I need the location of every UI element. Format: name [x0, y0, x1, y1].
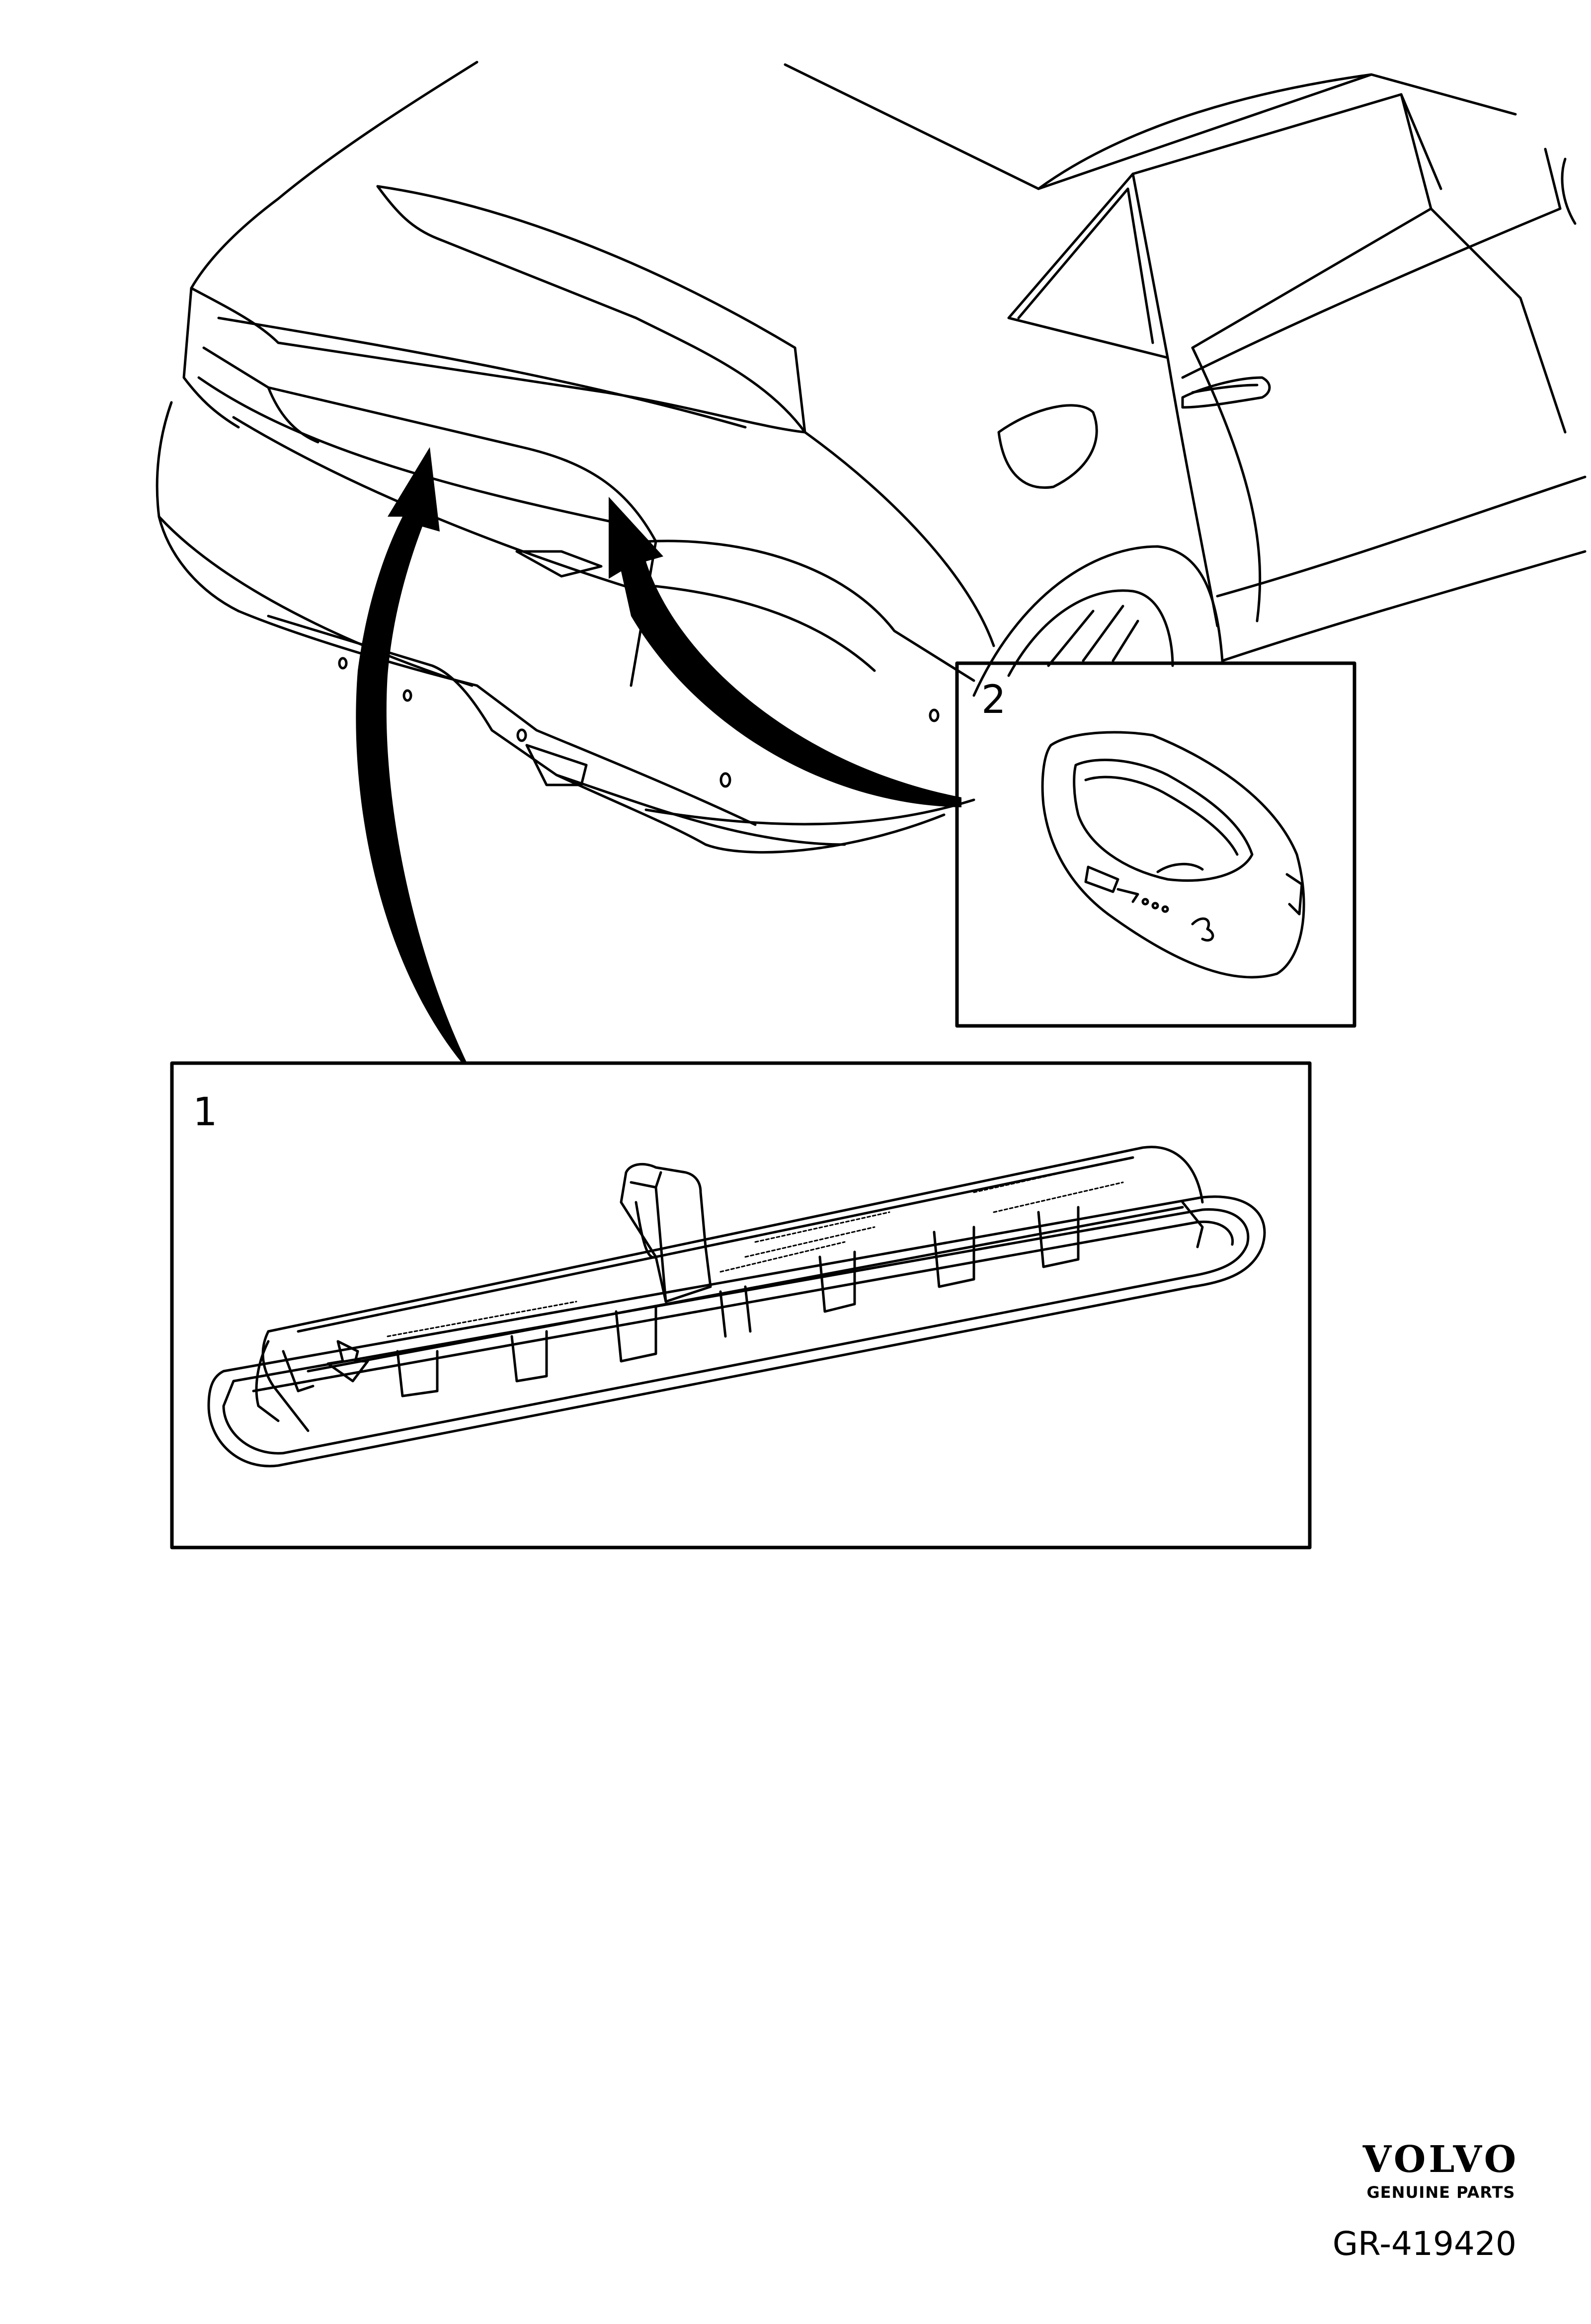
callout-1: 1: [193, 1090, 218, 1135]
leader-arrow-1: [356, 447, 467, 1063]
callout-2: 2: [981, 678, 1006, 722]
diagram-reference-number: GR-419420: [1332, 2225, 1516, 2263]
car-rear-view: [156, 61, 1587, 854]
detail-box-1: [170, 1061, 1312, 1549]
detail-box-2: [955, 661, 1356, 1028]
brand-logo: VOLVO GENUINE PARTS: [1342, 2141, 1540, 2202]
brand-tagline: GENUINE PARTS: [1366, 2183, 1515, 2202]
handle-cover-part: [1041, 731, 1305, 979]
license-plate-lamp-part: [207, 1146, 1266, 1468]
leader-arrow-2: [609, 497, 961, 807]
brand-wordmark: VOLVO: [1362, 2138, 1519, 2181]
